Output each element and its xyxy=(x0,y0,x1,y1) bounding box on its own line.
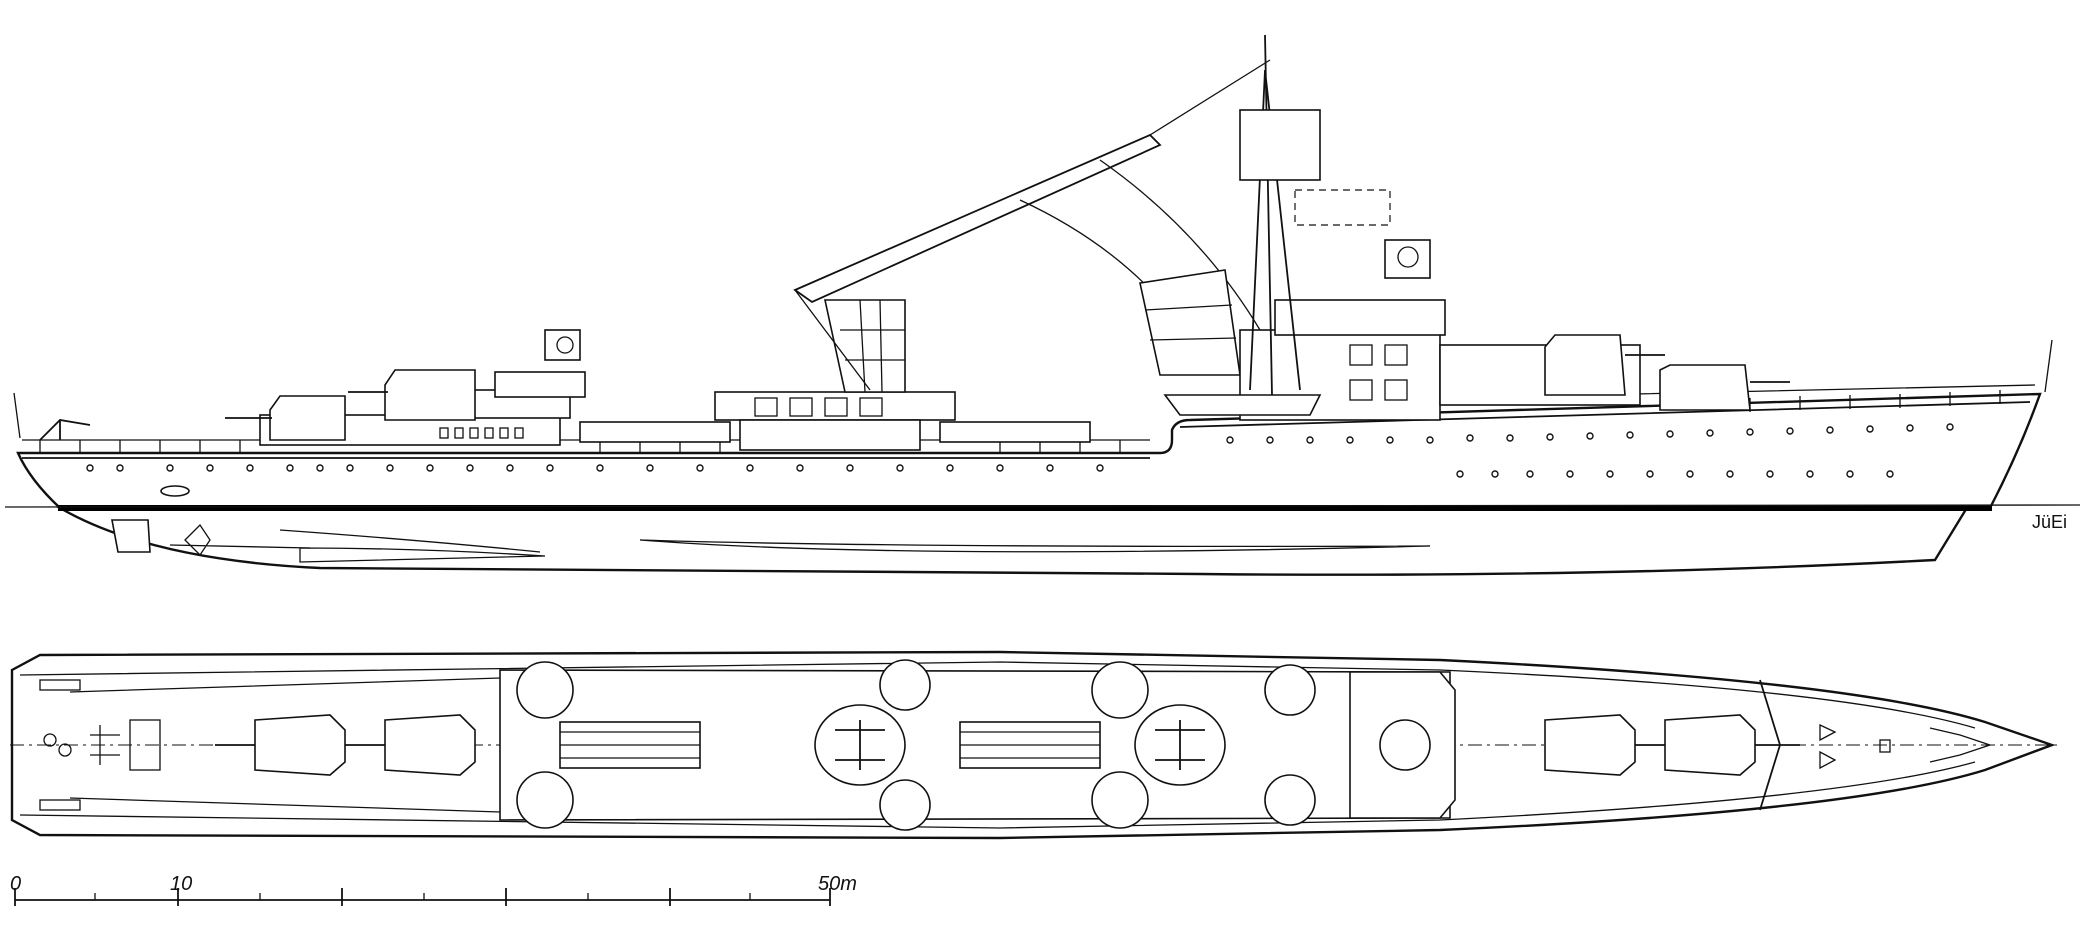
deck-edge xyxy=(22,401,2031,459)
torpedo-mount-aft xyxy=(579,421,731,443)
aft-rangefinder xyxy=(556,336,574,354)
rudder xyxy=(111,519,151,553)
scale-label-fifty: 50m xyxy=(818,873,857,895)
plan-fwd-funnel xyxy=(1134,704,1226,786)
forward-rangefinder xyxy=(1397,246,1419,268)
gun-turret-aft-1 xyxy=(269,395,346,441)
aft-funnel xyxy=(824,299,906,393)
plan-gun-aft-2 xyxy=(345,714,476,776)
midships-ports xyxy=(754,397,883,417)
portholes xyxy=(86,423,1954,478)
plan-deck-edge xyxy=(19,661,1976,829)
plan-gun-aft-1 xyxy=(215,714,346,776)
radar-dashed-outline xyxy=(1294,189,1391,226)
side-profile: JüEi xyxy=(4,34,2081,576)
plan-stern-fittings xyxy=(39,679,161,811)
lower-hull xyxy=(55,468,1992,576)
jackstaff xyxy=(2044,339,2053,393)
propeller xyxy=(169,523,541,557)
gun-turret-fwd-1 xyxy=(1544,334,1626,396)
stern-hawse xyxy=(160,485,190,497)
gun-turret-aft-2 xyxy=(384,369,476,421)
aft-funnel-ribs xyxy=(840,299,905,393)
scale-label-ten: 10 xyxy=(170,873,192,895)
bridge-windows xyxy=(1349,344,1408,401)
plan-breakwater xyxy=(1759,679,1781,811)
boom-rigging xyxy=(794,59,1271,391)
draughtsman-signature: JüEi xyxy=(2032,512,2067,532)
forward-director xyxy=(1384,239,1431,279)
upper-hull xyxy=(16,392,2042,510)
deck-plan xyxy=(10,650,2060,840)
torpedo-mount-fwd xyxy=(939,421,1091,443)
plan-aa-tubs xyxy=(516,659,1316,831)
plan-walkway xyxy=(69,677,1441,813)
forward-funnel xyxy=(1139,269,1241,376)
plan-torpedo-tubes xyxy=(560,731,1100,759)
ships-boat xyxy=(1163,394,1322,416)
midships-deckhouse xyxy=(739,419,921,451)
aft-deckhouse-windows xyxy=(439,427,524,439)
reference-line xyxy=(4,504,2081,508)
aft-platform xyxy=(494,371,586,398)
plan-gun-fwd-2 xyxy=(1664,714,1800,776)
mast-top-director xyxy=(1239,109,1321,181)
plan-anchor-gear xyxy=(1819,723,1993,770)
crane-boom xyxy=(793,133,1162,304)
plan-aft-funnel xyxy=(814,704,906,786)
flagstaff xyxy=(13,392,21,439)
bilge-keel xyxy=(639,539,1431,553)
forward-funnel-ribs xyxy=(1144,304,1237,341)
plan-director xyxy=(1379,719,1431,771)
aft-crane xyxy=(39,419,91,441)
railing-stanchions xyxy=(39,390,2001,453)
bridge-upper xyxy=(1274,299,1446,336)
aft-director xyxy=(544,329,581,361)
plan-gun-fwd-1 xyxy=(1544,714,1665,776)
shaft-bracket xyxy=(299,547,546,563)
gun-turret-fwd-2 xyxy=(1659,364,1751,411)
scale-bar: 0 10 50m xyxy=(10,873,857,906)
scale-label-zero: 0 xyxy=(10,873,21,895)
